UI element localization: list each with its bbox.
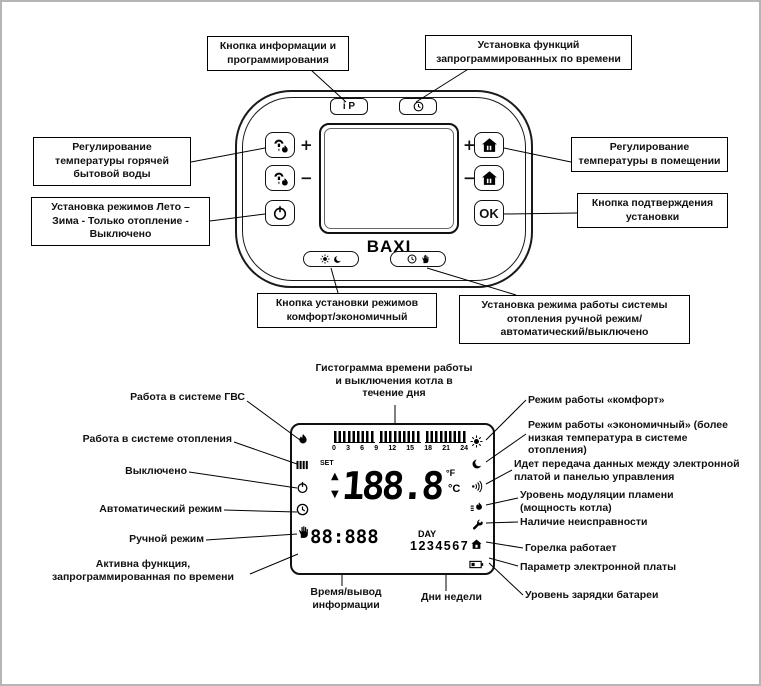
up-arrow-icon: ▲ <box>331 471 339 482</box>
histogram-title: Гистограмма времени работы и выключения … <box>315 362 473 400</box>
legend-timer-active-label: Активна функция, запрограммированная по … <box>52 558 234 583</box>
legend-manual-mode-label: Ручной режим <box>129 533 204 545</box>
callout-dhw-temp: Регулирование температуры горячей бытово… <box>33 137 191 186</box>
room-temp-up-button[interactable] <box>474 132 504 158</box>
time-digits: 88:888 <box>310 526 379 548</box>
moon-icon <box>334 255 342 263</box>
callout-season-modes: Установка режимов Лето – Зима - Только о… <box>31 197 210 246</box>
info-button-label: i P <box>342 101 356 112</box>
callout-confirm: Кнопка подтверждения установки <box>577 193 728 229</box>
histogram-bars <box>334 431 466 443</box>
fahrenheit-unit: °F <box>446 468 456 478</box>
economy-moon-icon <box>471 458 483 470</box>
legend-auto-mode-label: Автоматический режим <box>99 503 222 515</box>
callout-comfort-economy: Кнопка установки режимов комфорт/экономи… <box>257 293 437 329</box>
radiator-icon <box>295 458 309 472</box>
room-plus-sign: + <box>463 136 476 154</box>
room-temp-down-button[interactable] <box>474 165 504 191</box>
legend-board-parameter-label: Параметр электронной платы <box>520 561 677 573</box>
comfort-economy-button[interactable] <box>303 251 359 267</box>
scale-tick: 12 <box>388 445 397 452</box>
burner-house-icon <box>470 538 483 551</box>
scale-tick: 0 <box>332 445 336 452</box>
manual-hand-icon <box>296 525 310 539</box>
histogram-scale: 0 3 6 9 12 15 18 21 24 <box>332 445 468 452</box>
room-minus-sign: − <box>463 169 476 187</box>
info-programming-button[interactable]: i P <box>330 98 368 115</box>
comfort-sun-icon <box>470 435 483 448</box>
callout-room-temp: Регулирование температуры в помещении <box>571 137 728 173</box>
hand-icon <box>421 254 428 264</box>
scale-tick: 18 <box>424 445 433 452</box>
panel-display-inner <box>324 128 454 229</box>
callout-heating-mode: Установка режима работы системы отоплени… <box>459 295 690 344</box>
dhw-temp-down-button[interactable] <box>265 165 295 191</box>
set-indicator: SET <box>320 460 334 467</box>
dhw-plus-sign: + <box>300 136 313 154</box>
house-icon <box>481 137 497 152</box>
legend-data-transfer-label: Идет передача данных между электронной п… <box>514 458 740 483</box>
ok-button[interactable]: OK <box>474 200 504 226</box>
legend-economy-label: Режим работы «экономичный» (более низкая… <box>528 419 728 457</box>
clock-icon <box>407 254 416 264</box>
legend-dhw-mode-label: Работа в системе ГВС <box>130 391 245 403</box>
house-icon <box>481 170 497 185</box>
ok-button-label: OK <box>479 205 499 221</box>
off-power-icon <box>296 481 309 494</box>
callout-timed-functions: Установка функций запрограммированных по… <box>425 35 632 71</box>
legend-burner-label: Горелка работает <box>525 542 617 554</box>
hot-water-tap-flame-icon <box>273 172 288 186</box>
legend-time-info-label: Время/вывод информации <box>310 586 382 611</box>
timer-program-button[interactable] <box>399 98 437 115</box>
dhw-temp-up-button[interactable] <box>265 132 295 158</box>
flame-modulation-icon <box>470 500 484 514</box>
scale-tick: 9 <box>374 445 379 452</box>
heating-operating-mode-button[interactable] <box>390 251 446 267</box>
legend-off-label: Выключено <box>125 465 187 477</box>
callout-info-programming: Кнопка информации и программирования <box>207 36 349 72</box>
histogram-gap <box>375 431 379 443</box>
legend-fault-label: Наличие неисправности <box>520 516 648 528</box>
scale-tick: 24 <box>460 445 468 452</box>
season-mode-button[interactable] <box>265 200 295 226</box>
day-label: DAY <box>418 529 437 539</box>
clock-icon <box>413 101 423 112</box>
legend-heating-mode-label: Работа в системе отопления <box>82 433 232 445</box>
data-transfer-icon <box>471 480 484 493</box>
panel-display <box>319 123 459 234</box>
scale-tick: 21 <box>442 445 451 452</box>
dhw-minus-sign: − <box>300 169 313 187</box>
hot-water-tap-flame-icon <box>273 139 288 153</box>
scale-tick: 3 <box>346 445 350 452</box>
down-arrow-icon: ▼ <box>331 489 339 500</box>
fault-wrench-icon <box>471 519 484 532</box>
legend-weekdays-label: Дни недели <box>420 591 482 603</box>
legend-modulation-label: Уровень модуляции пламени (мощность котл… <box>520 489 674 514</box>
dhw-flame-icon <box>296 433 310 447</box>
lcd-panel <box>290 423 495 575</box>
power-icon <box>273 206 287 220</box>
celsius-unit: °C <box>448 483 461 495</box>
weekday-digits: 1234567 <box>410 539 470 553</box>
histogram-gap <box>421 431 425 443</box>
sun-icon <box>320 254 330 264</box>
scale-tick: 15 <box>406 445 415 452</box>
legend-comfort-label: Режим работы «комфорт» <box>528 394 665 406</box>
legend-battery-label: Уровень зарядки батареи <box>525 589 659 601</box>
battery-icon <box>469 558 484 571</box>
control-panel-inner-outline <box>242 97 526 281</box>
scale-tick: 6 <box>360 445 365 452</box>
auto-clock-icon <box>296 503 309 516</box>
